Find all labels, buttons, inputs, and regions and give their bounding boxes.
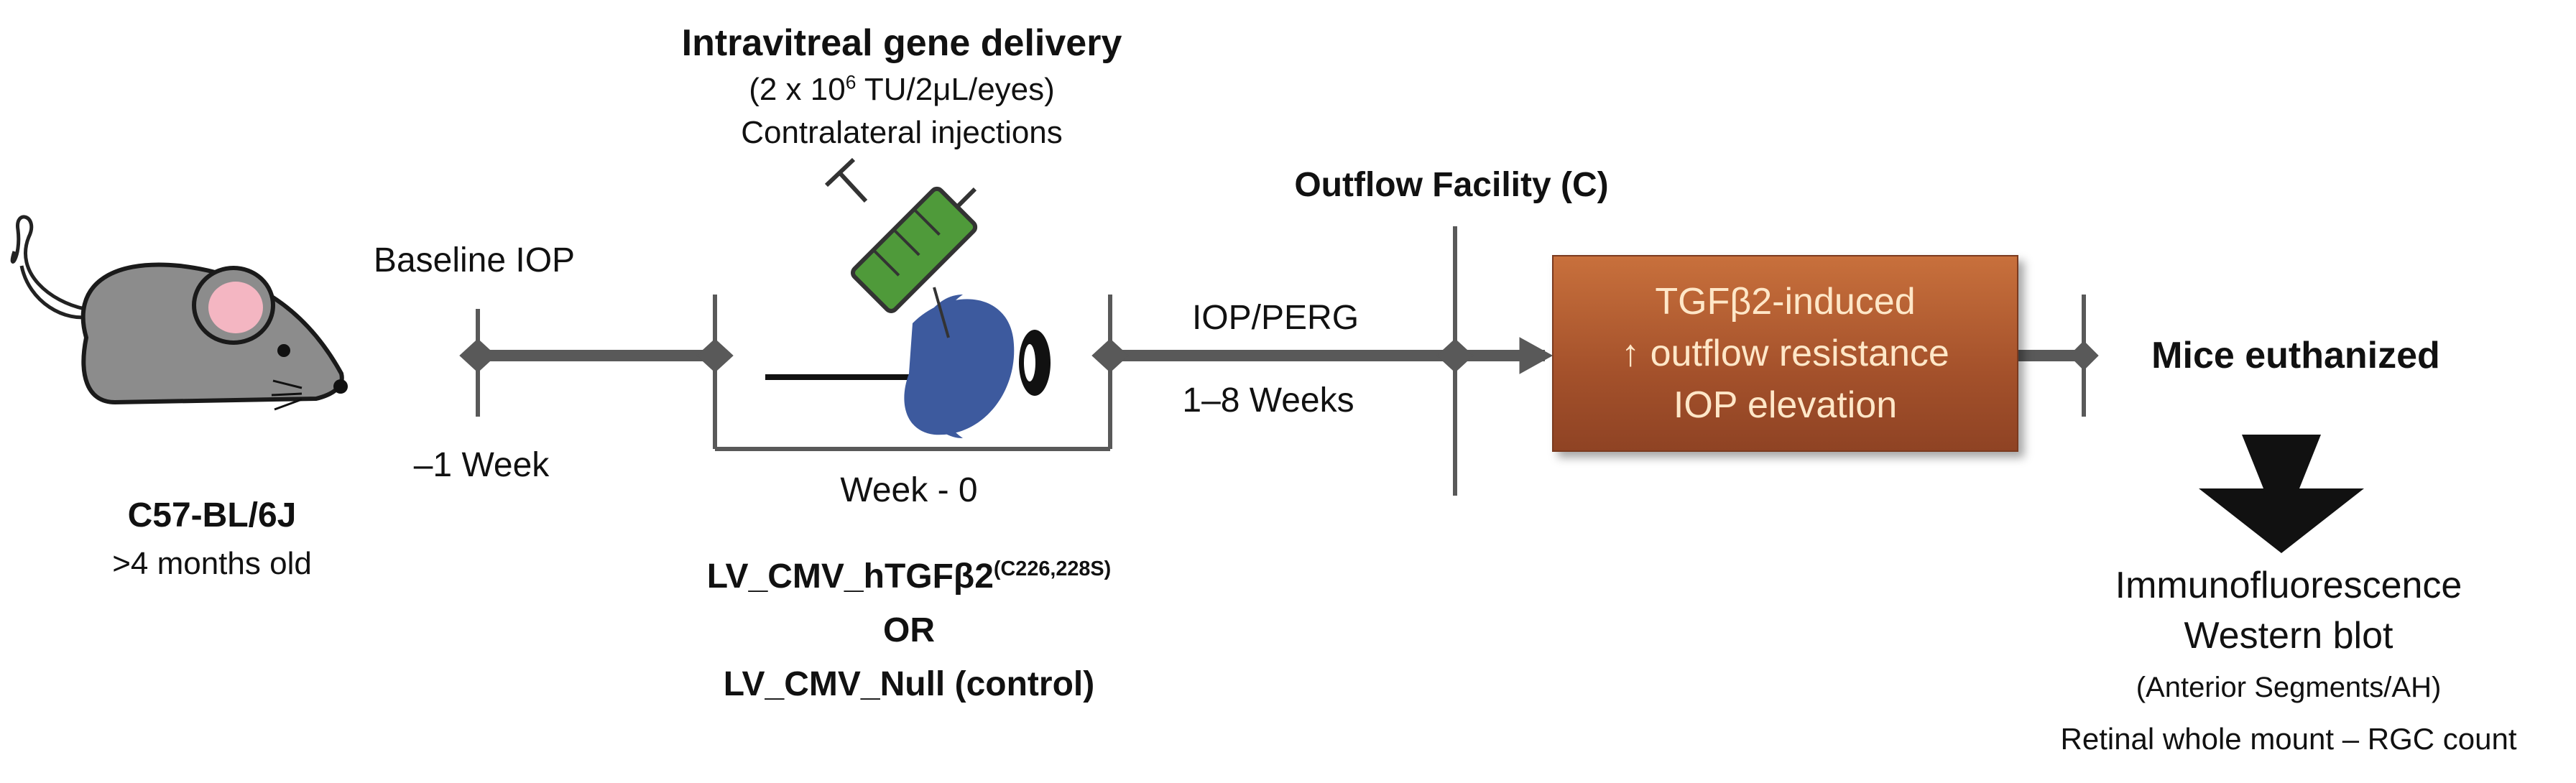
timeline <box>459 226 2099 496</box>
delivery-dose: (2 x 106 TU/2μL/eyes) <box>749 71 1055 107</box>
mice-euthanized-label: Mice euthanized <box>2151 335 2440 376</box>
vector-or: OR <box>883 611 935 649</box>
result-line-1: TGFβ2-induced <box>1655 281 1916 323</box>
mouse-age: >4 months old <box>112 546 312 581</box>
eye-icon <box>765 295 1051 438</box>
result-box: TGFβ2-induced ↑ outflow resistance IOP e… <box>1552 255 2018 452</box>
outflow-facility-label: Outflow Facility (C) <box>1294 166 1609 204</box>
baseline-iop-label: Baseline IOP <box>373 241 576 279</box>
assay-rgc-count: Retinal whole mount – RGC count <box>2060 722 2517 756</box>
syringe-icon <box>824 157 978 338</box>
delivery-title: Intravitreal gene delivery <box>681 22 1122 64</box>
result-line-3: IOP elevation <box>1673 384 1898 426</box>
mouse-strain: C57-BL/6J <box>127 496 297 534</box>
week-zero-label: Week - 0 <box>840 471 978 509</box>
assay-anterior-segments: (Anterior Segments/AH) <box>2136 672 2442 703</box>
result-line-2: ↑ outflow resistance <box>1621 333 1949 374</box>
assay-western-blot: Western blot <box>2184 615 2393 657</box>
delivery-contralateral: Contralateral injections <box>741 115 1063 150</box>
iop-perg-label: IOP/PERG <box>1191 299 1359 337</box>
vector-control: LV_CMV_Null (control) <box>723 665 1095 703</box>
assay-immunofluorescence: Immunofluorescence <box>2115 565 2462 606</box>
minus-one-week-label: –1 Week <box>413 446 550 484</box>
down-arrow-icon <box>2199 435 2364 553</box>
mouse-icon <box>10 215 348 411</box>
weeks-range-label: 1–8 Weeks <box>1182 381 1354 420</box>
vector-primary: LV_CMV_hTGFβ2(C226,228S) <box>706 557 1112 596</box>
